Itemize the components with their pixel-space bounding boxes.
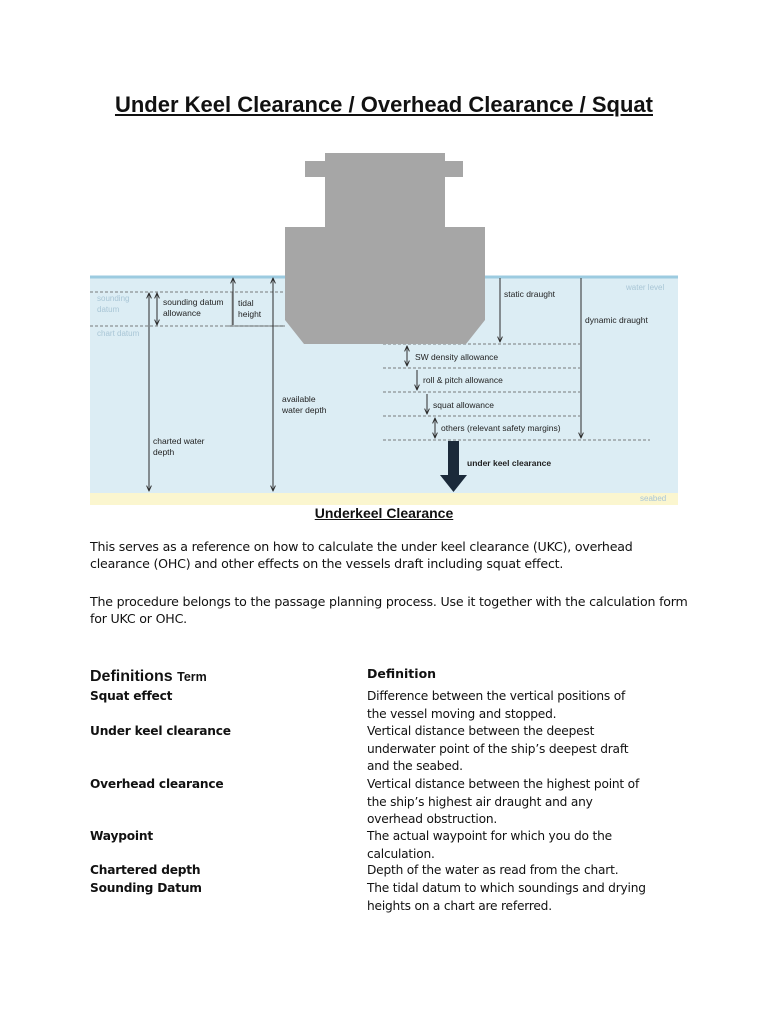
roll-pitch-label: roll & pitch allowance <box>423 375 503 385</box>
sounding-datum-allowance-label-2: allowance <box>163 308 201 318</box>
under-keel-clearance-label: under keel clearance <box>467 458 551 468</box>
available-water-depth-label-2: water depth <box>281 405 327 415</box>
ship-silhouette <box>285 153 485 344</box>
sounding-datum-label-2: datum <box>97 305 120 314</box>
definitions-heading: Definitions Term <box>90 668 207 686</box>
sw-density-label: SW density allowance <box>415 352 498 362</box>
definition-text: Depth of the water as read from the char… <box>367 863 619 877</box>
charted-water-depth-label-1: charted water <box>153 436 205 446</box>
water-level-label: water level <box>625 283 664 292</box>
available-water-depth-label-1: available <box>282 394 316 404</box>
definition-term: Overhead clearance <box>90 777 224 791</box>
tidal-height-label-1: tidal <box>238 298 254 308</box>
term-column-label: Term <box>177 670 207 684</box>
definitions-title: Definitions <box>90 668 173 685</box>
definition-column-label: Definition <box>367 666 437 681</box>
static-draught-label: static draught <box>504 289 556 299</box>
definition-term: Chartered depth <box>90 863 201 877</box>
under-keel-clearance-diagram: water level sounding datum chart datum s… <box>90 153 678 505</box>
ukc-arrow <box>440 441 467 492</box>
definition-term: Waypoint <box>90 829 153 843</box>
squat-allowance-label: squat allowance <box>433 400 494 410</box>
definition-term: Squat effect <box>90 689 173 703</box>
tidal-height-label-2: height <box>238 309 262 319</box>
definition-text: The tidal datum to which soundings and d… <box>367 881 646 913</box>
definition-term: Under keel clearance <box>90 724 231 738</box>
definition-text: Difference between the vertical position… <box>367 689 626 721</box>
dynamic-draught-label: dynamic draught <box>585 315 648 325</box>
definition-text: The actual waypoint for which you do the… <box>367 829 612 861</box>
sounding-datum-allowance-label-1: sounding datum <box>163 297 224 307</box>
definition-text: Vertical distance between the highest po… <box>367 777 640 826</box>
seabed-label: seabed <box>640 494 666 503</box>
page-title: Under Keel Clearance / Overhead Clearanc… <box>114 92 653 117</box>
intro-paragraph-2: The procedure belongs to the passage pla… <box>90 593 688 626</box>
others-label: others (relevant safety margins) <box>441 423 561 433</box>
definition-term: Sounding Datum <box>90 881 202 895</box>
sounding-datum-label-1: sounding <box>97 294 129 303</box>
intro-paragraph-1: This serves as a reference on how to cal… <box>90 538 633 571</box>
seabed-band <box>90 493 678 505</box>
chart-datum-label: chart datum <box>97 329 140 338</box>
diagram-caption: Underkeel Clearance <box>314 505 454 521</box>
charted-water-depth-label-2: depth <box>153 447 175 457</box>
definition-text: Vertical distance between the deepest un… <box>367 724 629 773</box>
